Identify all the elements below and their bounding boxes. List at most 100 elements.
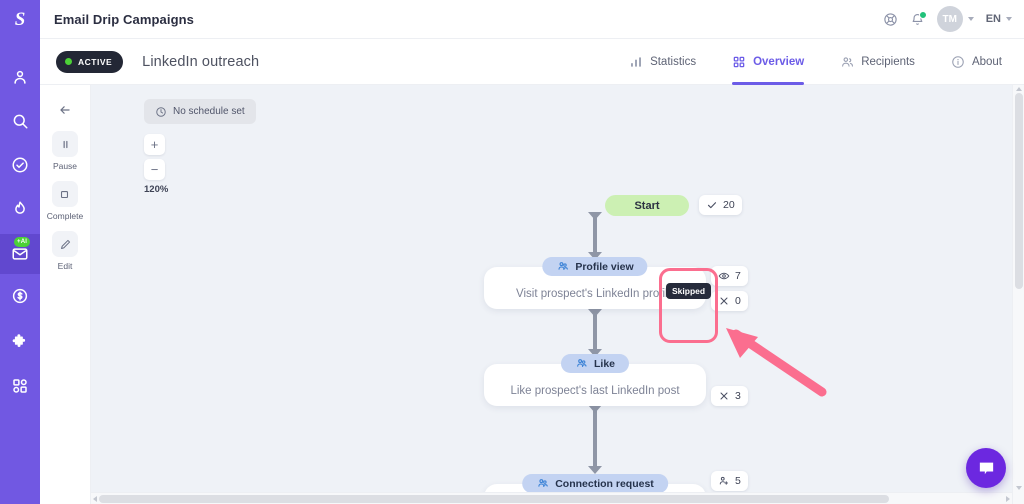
badge-value: 0 [735, 295, 741, 307]
back-button[interactable] [54, 99, 76, 121]
help-button[interactable] [883, 12, 898, 27]
node-header: Connection request [522, 474, 668, 493]
arrowhead-down-icon [588, 212, 602, 220]
grid-icon [732, 55, 746, 69]
puzzle-icon [11, 332, 29, 350]
people-icon [556, 260, 569, 273]
dollar-circle-icon [11, 287, 29, 305]
vertical-scrollbar[interactable] [1012, 85, 1024, 504]
arrowhead-down-icon [588, 349, 602, 357]
badge-failed[interactable]: 0 [711, 291, 748, 311]
clock-icon [155, 106, 167, 118]
pencil-icon [52, 231, 78, 257]
chat-bubble-icon [977, 459, 996, 478]
top-header: Email Drip Campaigns [40, 0, 1024, 39]
badge-value: 7 [735, 270, 741, 282]
badges-like: 3 [711, 386, 748, 406]
node-like[interactable]: Like Like prospect's last LinkedIn post [484, 354, 706, 406]
connector-profile-like [593, 313, 597, 353]
node-description: Visit prospect's LinkedIn profile [516, 288, 674, 300]
chevron-down-icon [1006, 17, 1012, 21]
search-icon [11, 112, 29, 130]
node-title: Connection request [555, 477, 654, 490]
tab-label: About [971, 55, 1002, 68]
arrowhead-down-icon [588, 466, 602, 474]
zoom-controls: + − 120% [144, 134, 168, 195]
user-menu[interactable]: TM [936, 6, 974, 32]
rail-item-billing[interactable] [0, 276, 40, 316]
rail-item-apps[interactable] [0, 366, 40, 406]
vertical-scroll-thumb[interactable] [1015, 93, 1023, 289]
tab-statistics[interactable]: Statistics [629, 39, 696, 85]
tab-recipients[interactable]: Recipients [840, 39, 915, 85]
tab-about[interactable]: About [951, 39, 1002, 85]
schedule-label: No schedule set [173, 106, 245, 117]
tab-label: Statistics [650, 55, 697, 68]
status-label: ACTIVE [78, 56, 113, 67]
check-circle-icon [11, 156, 29, 174]
scroll-down-arrow-icon[interactable] [1016, 486, 1022, 490]
connector-start-profile [593, 216, 597, 259]
x-icon [718, 295, 730, 307]
zoom-out-button[interactable]: − [144, 159, 165, 180]
x-icon [718, 390, 730, 402]
pause-icon [52, 131, 78, 157]
zoom-in-button[interactable]: + [144, 134, 165, 155]
mail-icon [11, 245, 29, 263]
language-selector[interactable]: EN [986, 13, 1012, 25]
edit-button[interactable]: Edit [52, 231, 78, 271]
tab-overview[interactable]: Overview [732, 39, 805, 85]
rail-item-profile[interactable] [0, 57, 40, 97]
notifications-button[interactable] [910, 10, 927, 27]
node-profile-view[interactable]: Profile view Visit prospect's LinkedIn p… [484, 257, 706, 309]
bar-chart-icon [629, 55, 643, 69]
node-start[interactable]: Start [605, 195, 689, 216]
pause-button[interactable]: Pause [52, 131, 78, 171]
tool-label: Complete [46, 211, 84, 221]
eye-icon [718, 270, 730, 282]
node-header: Like [560, 354, 630, 373]
people-icon [840, 55, 854, 69]
flow-canvas[interactable]: No schedule set + − 120% Start [91, 85, 1024, 504]
ai-badge: +AI [14, 237, 31, 247]
rail-item-email[interactable]: +AI [0, 234, 40, 274]
notification-dot [918, 10, 927, 19]
horizontal-scroll-thumb[interactable] [99, 495, 889, 503]
zoom-level-label: 120% [144, 184, 169, 195]
badge-views[interactable]: 7 [711, 266, 748, 286]
horizontal-scrollbar[interactable] [91, 492, 1012, 504]
flow-tool-column: Pause Complete Edit [40, 85, 91, 504]
tool-label: Pause [52, 161, 78, 171]
connector-like-connection [593, 409, 597, 469]
status-badge[interactable]: ACTIVE [56, 50, 124, 73]
rail-item-trending[interactable] [0, 189, 40, 229]
badge-value: 20 [723, 199, 735, 211]
scroll-right-arrow-icon[interactable] [1006, 496, 1010, 502]
node-description: Like prospect's last LinkedIn post [510, 385, 680, 397]
arrowhead-down-icon [588, 252, 602, 260]
badge-value: 3 [735, 390, 741, 402]
rail-item-search[interactable] [0, 101, 40, 141]
bell-icon [910, 12, 925, 27]
chevron-down-icon [967, 17, 974, 21]
people-icon [536, 477, 549, 490]
chat-button[interactable] [966, 448, 1006, 488]
scroll-left-arrow-icon[interactable] [93, 496, 97, 502]
scroll-up-arrow-icon[interactable] [1016, 87, 1022, 91]
rail-item-integrations[interactable] [0, 321, 40, 361]
badge-skipped[interactable]: 3 [711, 386, 748, 406]
grid-icon [11, 377, 29, 395]
tooltip-skipped: Skipped [666, 283, 712, 299]
badge-completed[interactable]: 20 [699, 195, 742, 215]
tab-label: Overview [753, 55, 805, 68]
person-plus-icon [718, 475, 730, 487]
arrow-left-icon [58, 103, 72, 117]
schedule-chip[interactable]: No schedule set [144, 99, 256, 124]
badge-sent[interactable]: 5 [711, 471, 748, 491]
complete-button[interactable]: Complete [47, 181, 83, 221]
help-circle-icon [883, 12, 898, 27]
campaign-bar: ACTIVE LinkedIn outreach Statistics [40, 39, 1024, 85]
app-logo[interactable]: S [14, 9, 26, 30]
flame-icon [11, 200, 29, 218]
rail-item-tasks[interactable] [0, 145, 40, 185]
